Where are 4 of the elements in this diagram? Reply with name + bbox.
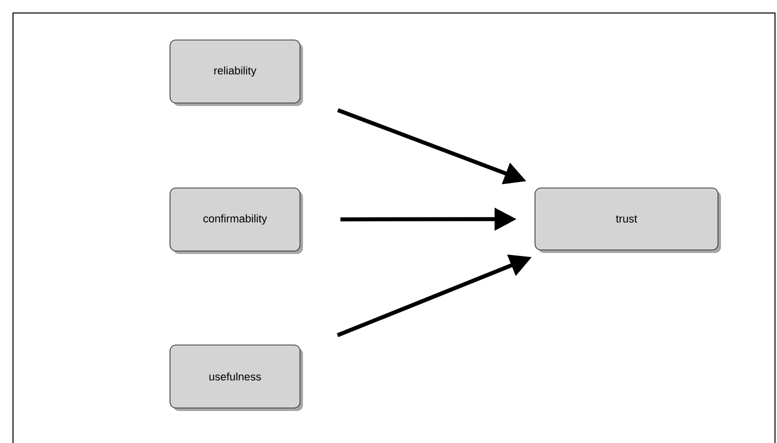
process-box: confirmability	[170, 188, 303, 254]
process-box: usefulness	[170, 344, 303, 411]
process-box: trust	[534, 188, 721, 253]
process-box: reliability	[170, 40, 303, 106]
